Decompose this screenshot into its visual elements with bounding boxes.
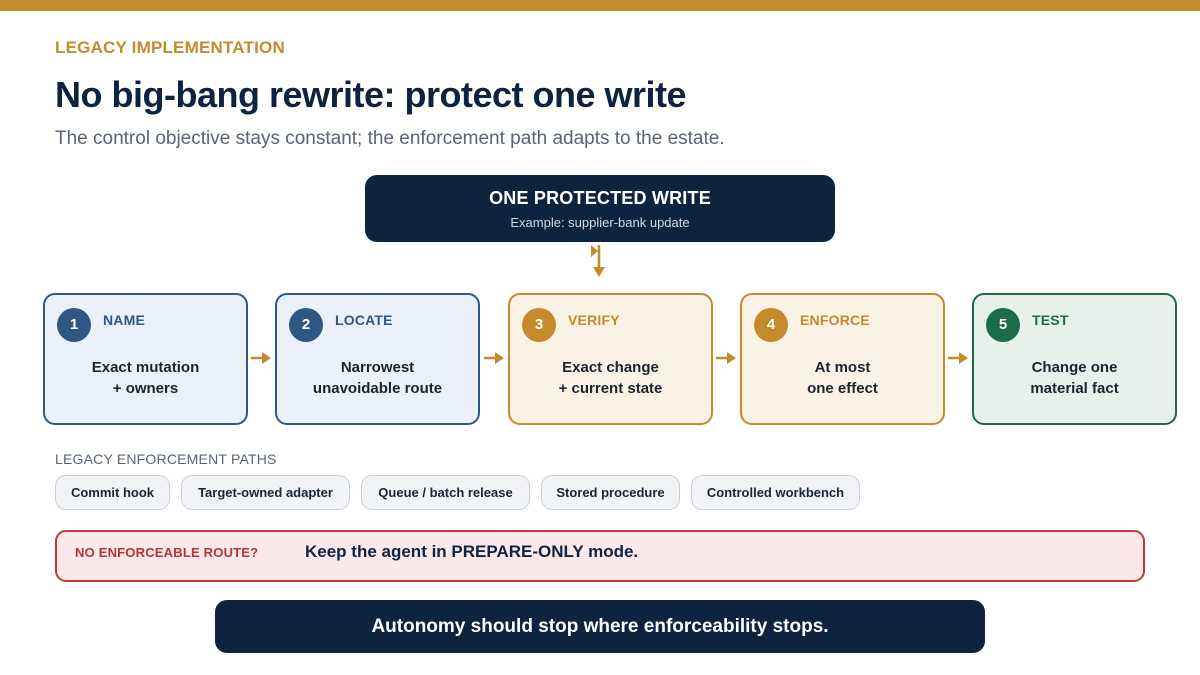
alert-label: NO ENFORCEABLE ROUTE?: [75, 545, 259, 560]
step-description-line: unavoidable route: [312, 380, 443, 397]
protected-write-title: ONE PROTECTED WRITE: [489, 188, 711, 208]
step-number-badge: 4: [754, 308, 788, 342]
step-name: 1 NAME Exact mutation + owners: [43, 293, 248, 425]
path-chip-stored-procedure: Stored procedure: [541, 475, 680, 510]
step-description: Change one material fact: [974, 357, 1175, 399]
step-label: TEST: [1032, 312, 1069, 328]
step-label: ENFORCE: [800, 312, 870, 328]
step-description: Narrowest unavoidable route: [277, 357, 478, 399]
step-locate: 2 LOCATE Narrowest unavoidable route: [275, 293, 480, 425]
step-description-line: + owners: [112, 380, 179, 397]
arrow-right-icon: [484, 352, 504, 364]
step-description-line: one effect: [807, 380, 878, 397]
step-description-line: + current state: [558, 380, 663, 397]
step-description-line: Exact mutation: [91, 359, 200, 376]
path-chip-commit-hook: Commit hook: [55, 475, 170, 510]
path-chip-queue-batch-release: Queue / batch release: [361, 475, 530, 510]
alert-message: Keep the agent in PREPARE-ONLY mode.: [305, 542, 639, 561]
protected-write-example: Example: supplier-bank update: [510, 215, 690, 230]
step-test: 5 TEST Change one material fact: [972, 293, 1177, 425]
step-description-line: At most: [814, 359, 871, 376]
enforcement-paths-label: LEGACY ENFORCEMENT PATHS: [55, 451, 277, 467]
step-number-badge: 5: [986, 308, 1020, 342]
section-eyebrow: LEGACY IMPLEMENTATION: [55, 38, 285, 57]
arrow-right-icon: [948, 352, 968, 364]
top-accent-bar: [0, 0, 1200, 11]
takeaway-banner: Autonomy should stop where enforceabilit…: [215, 600, 985, 653]
arrow-right-icon: [716, 352, 736, 364]
step-label: LOCATE: [335, 312, 393, 328]
step-label: VERIFY: [568, 312, 620, 328]
step-description: Exact mutation + owners: [45, 357, 246, 399]
step-description-line: Exact change: [562, 359, 659, 376]
step-description-line: material fact: [1030, 380, 1119, 397]
step-description-line: Narrowest: [340, 359, 415, 376]
down-arrow-icon: [591, 245, 605, 277]
page-title: No big-bang rewrite: protect one write: [55, 74, 687, 115]
step-verify: 3 VERIFY Exact change + current state: [508, 293, 713, 425]
path-chip-controlled-workbench: Controlled workbench: [691, 475, 860, 510]
step-description-line: Change one: [1031, 359, 1118, 376]
step-label: NAME: [103, 312, 146, 328]
step-number-badge: 3: [522, 308, 556, 342]
step-enforce: 4 ENFORCE At most one effect: [740, 293, 945, 425]
no-route-alert: NO ENFORCEABLE ROUTE? Keep the agent in …: [55, 530, 1145, 582]
step-description: Exact change + current state: [510, 357, 711, 399]
step-number-badge: 1: [57, 308, 91, 342]
arrow-right-icon: [251, 352, 271, 364]
path-chip-target-owned-adapter: Target-owned adapter: [181, 475, 350, 510]
page-subtitle: The control objective stays constant; th…: [55, 128, 725, 149]
step-number-badge: 2: [289, 308, 323, 342]
protected-write-box: ONE PROTECTED WRITE Example: supplier-ba…: [365, 175, 835, 242]
step-description: At most one effect: [742, 357, 943, 399]
